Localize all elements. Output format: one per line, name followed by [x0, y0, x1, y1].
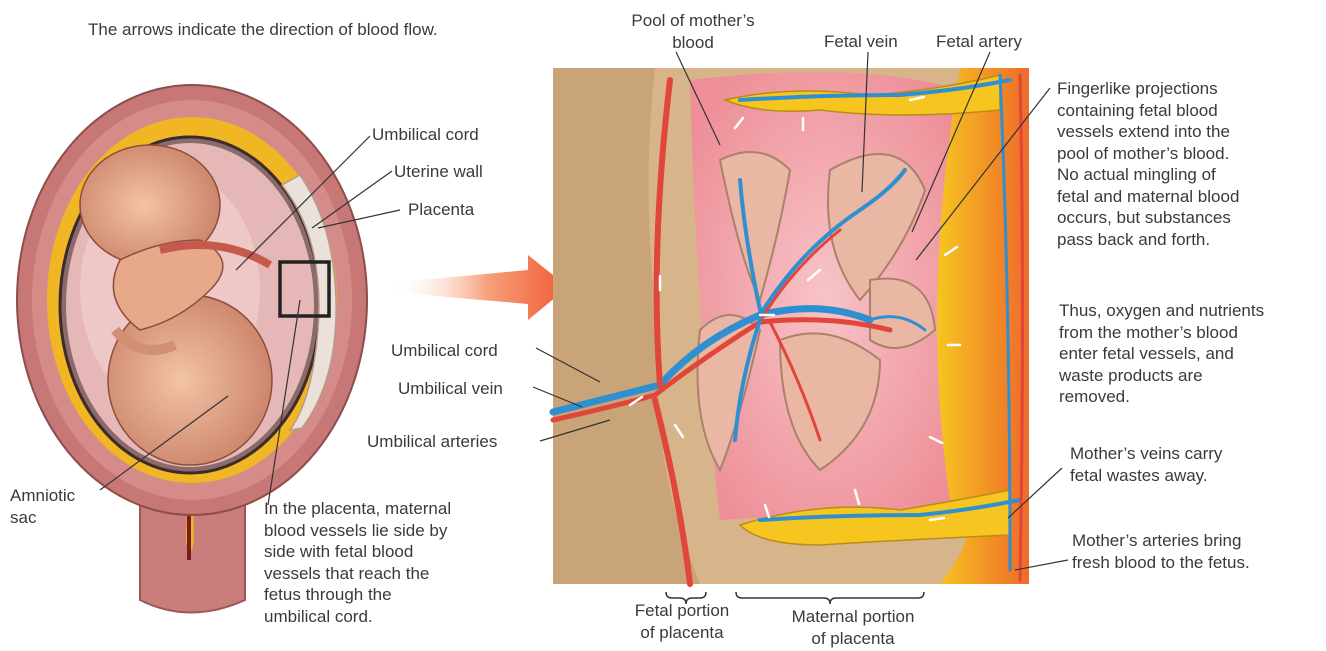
note-exchange: Thus, oxygen and nutrients from the moth…: [1059, 300, 1264, 408]
flow-caption: The arrows indicate the direction of blo…: [88, 19, 438, 40]
placenta-note: In the placenta, maternal blood vessels …: [264, 498, 451, 627]
note-fingerlike-projections: Fingerlike projections containing fetal …: [1057, 78, 1239, 250]
label-amniotic-sac: Amniotic sac: [10, 485, 75, 528]
placenta-detail-illustration: [553, 68, 1029, 604]
label-fetal-portion: Fetal portion of placenta: [622, 600, 742, 643]
label-fetal-vein: Fetal vein: [824, 31, 898, 52]
label-umbilical-vein: Umbilical vein: [398, 378, 503, 399]
label-pool-of-mothers-blood: Pool of mother’s blood: [626, 10, 760, 53]
label-umbilical-arteries: Umbilical arteries: [367, 431, 497, 452]
label-placenta: Placenta: [408, 199, 474, 220]
label-fetal-artery: Fetal artery: [936, 31, 1022, 52]
label-umbilical-cord-left: Umbilical cord: [372, 124, 479, 145]
note-mothers-arteries: Mother’s arteries bring fresh blood to t…: [1072, 530, 1250, 573]
note-mothers-veins: Mother’s veins carry fetal wastes away.: [1070, 443, 1222, 486]
label-uterine-wall: Uterine wall: [394, 161, 483, 182]
magnify-arrow: [390, 255, 568, 320]
label-umbilical-cord-detail: Umbilical cord: [391, 340, 498, 361]
label-maternal-portion: Maternal portion of placenta: [772, 606, 934, 649]
